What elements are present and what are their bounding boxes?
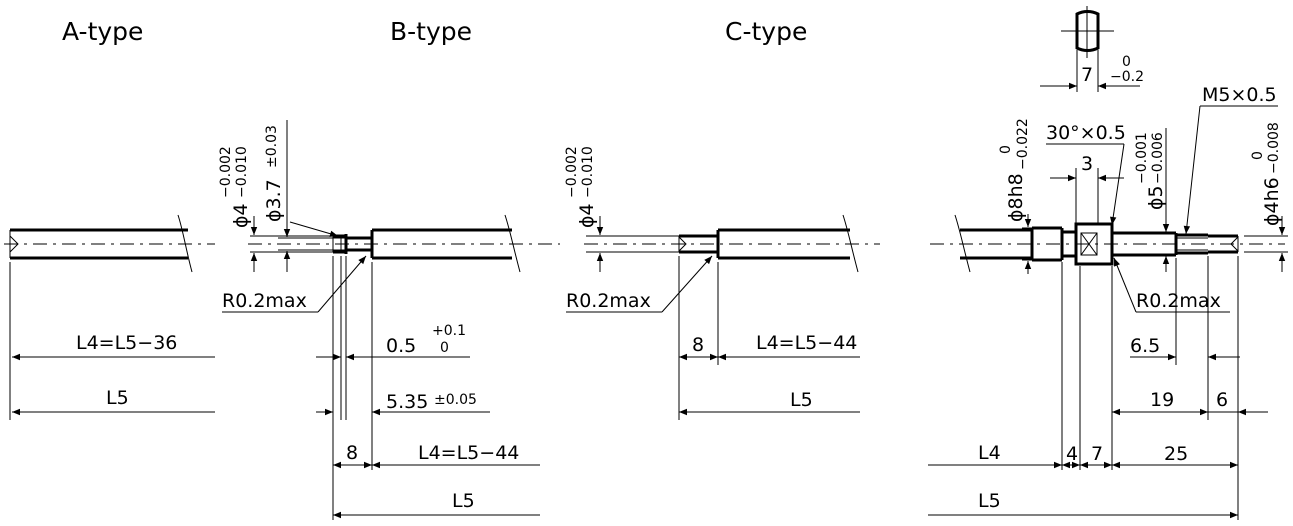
stepped-shaft-drawing: 7 0 −0.2 [928,6,1288,520]
flat-width: 7 [1081,64,1093,86]
c-dia-main-tol-lower: −0.010 [580,146,596,198]
dia-8-tol-upper: 0 [998,145,1014,154]
b-l5-label: L5 [452,490,475,512]
a-l5-label: L5 [106,387,129,409]
section-view: 7 0 −0.2 [1040,6,1144,92]
c-l5-label: L5 [790,389,813,411]
c-dia-main-tol-upper: −0.002 [564,146,580,198]
flat-length: 3 [1081,153,1093,175]
dim-19: 19 [1150,389,1174,411]
title-a-type: A-type [62,17,143,46]
dim-6-5: 6.5 [1130,335,1160,357]
b-offset: 5.35 [386,391,428,413]
dia-5: ϕ5 [1145,185,1167,210]
b-type-drawing: ϕ4 −0.002 −0.010 ϕ3.7 ±0.03 R0.2max 0.5 … [218,120,560,520]
b-groove-tol-lower: 0 [440,340,449,356]
thread: M5×0.5 [1202,84,1277,106]
dia-5-tol-upper: −0.001 [1134,132,1150,184]
b-radius: R0.2max [222,290,307,312]
b-dia-neck-tol: ±0.03 [264,125,280,168]
b-dia-neck: ϕ3.7 [263,179,285,222]
d-l5-label: L5 [978,490,1001,512]
dia-5-tol-lower: −0.006 [1150,132,1166,184]
c-type-drawing: ϕ4 −0.002 −0.010 R0.2max 8 L4=L5−44 L5 [564,146,880,420]
dia-4-tol-upper: 0 [1250,151,1266,160]
b-dia-main-tol-lower: −0.010 [234,146,250,198]
dim-6: 6 [1216,389,1228,411]
title-c-type: C-type [725,17,807,46]
title-b-type: B-type [390,17,472,46]
d-radius: R0.2max [1136,290,1221,312]
flat-tol-upper: 0 [1122,54,1131,70]
b-groove-tol-upper: +0.1 [432,323,466,339]
c-l4-label: L4=L5−44 [756,332,857,354]
c-radius: R0.2max [566,290,651,312]
dia-4-tol-lower: −0.008 [1266,122,1282,174]
b-groove: 0.5 [386,335,416,357]
b-l4-label: L4=L5−44 [418,442,519,464]
dim-25: 25 [1164,443,1188,465]
b-step: 8 [346,442,358,464]
dia-8: ϕ8h8 [1005,173,1027,222]
dim-4: 4 [1066,443,1078,465]
dim-7: 7 [1091,443,1103,465]
c-dia-main: ϕ4 [576,203,598,228]
c-step: 8 [692,334,704,356]
flat-tol-lower: −0.2 [1110,69,1144,85]
a-l4-label: L4=L5−36 [76,332,177,354]
a-type-drawing: L4=L5−36 L5 [4,214,215,420]
b-offset-tol: ±0.05 [434,392,477,408]
b-dia-main-tol-upper: −0.002 [218,146,234,198]
b-dia-main: ϕ4 [230,203,252,228]
chamfer: 30°×0.5 [1046,122,1126,144]
dia-8-tol-lower: −0.022 [1015,118,1031,170]
dia-4: ϕ4h6 [1261,177,1283,226]
d-l4-label: L4 [978,442,1001,464]
